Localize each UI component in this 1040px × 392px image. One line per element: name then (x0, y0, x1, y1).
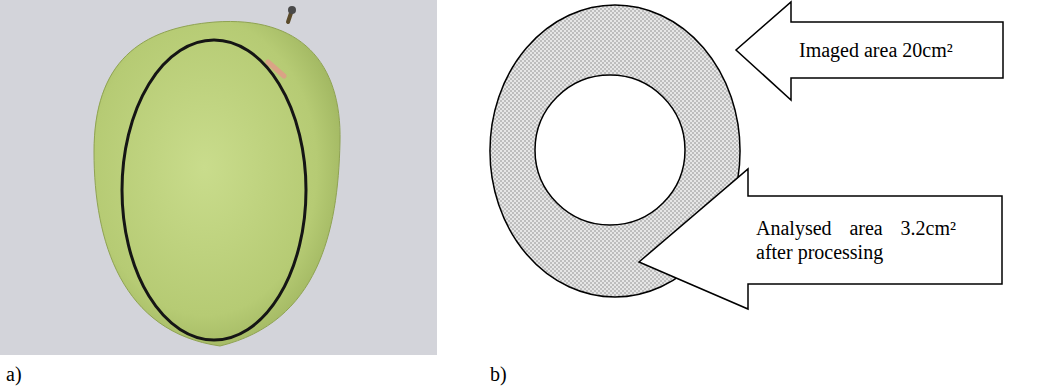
block-arrow: Analysed area 3.2cm² after processing (636, 166, 1004, 312)
arrow-shape (639, 169, 1002, 309)
arrow-label: Imaged area 20cm² (799, 38, 999, 62)
panel-label: a) (6, 362, 22, 386)
panel-label: b) (490, 362, 507, 386)
block-arrow: Imaged area 20cm² (733, 0, 1005, 104)
photo-ground (0, 0, 437, 355)
arrow-label: Analysed area 3.2cm² after processing (756, 216, 956, 264)
stem-tip (288, 6, 296, 14)
marked-region (122, 40, 306, 340)
arrow-shape (736, 2, 1003, 100)
fruit (94, 21, 340, 346)
